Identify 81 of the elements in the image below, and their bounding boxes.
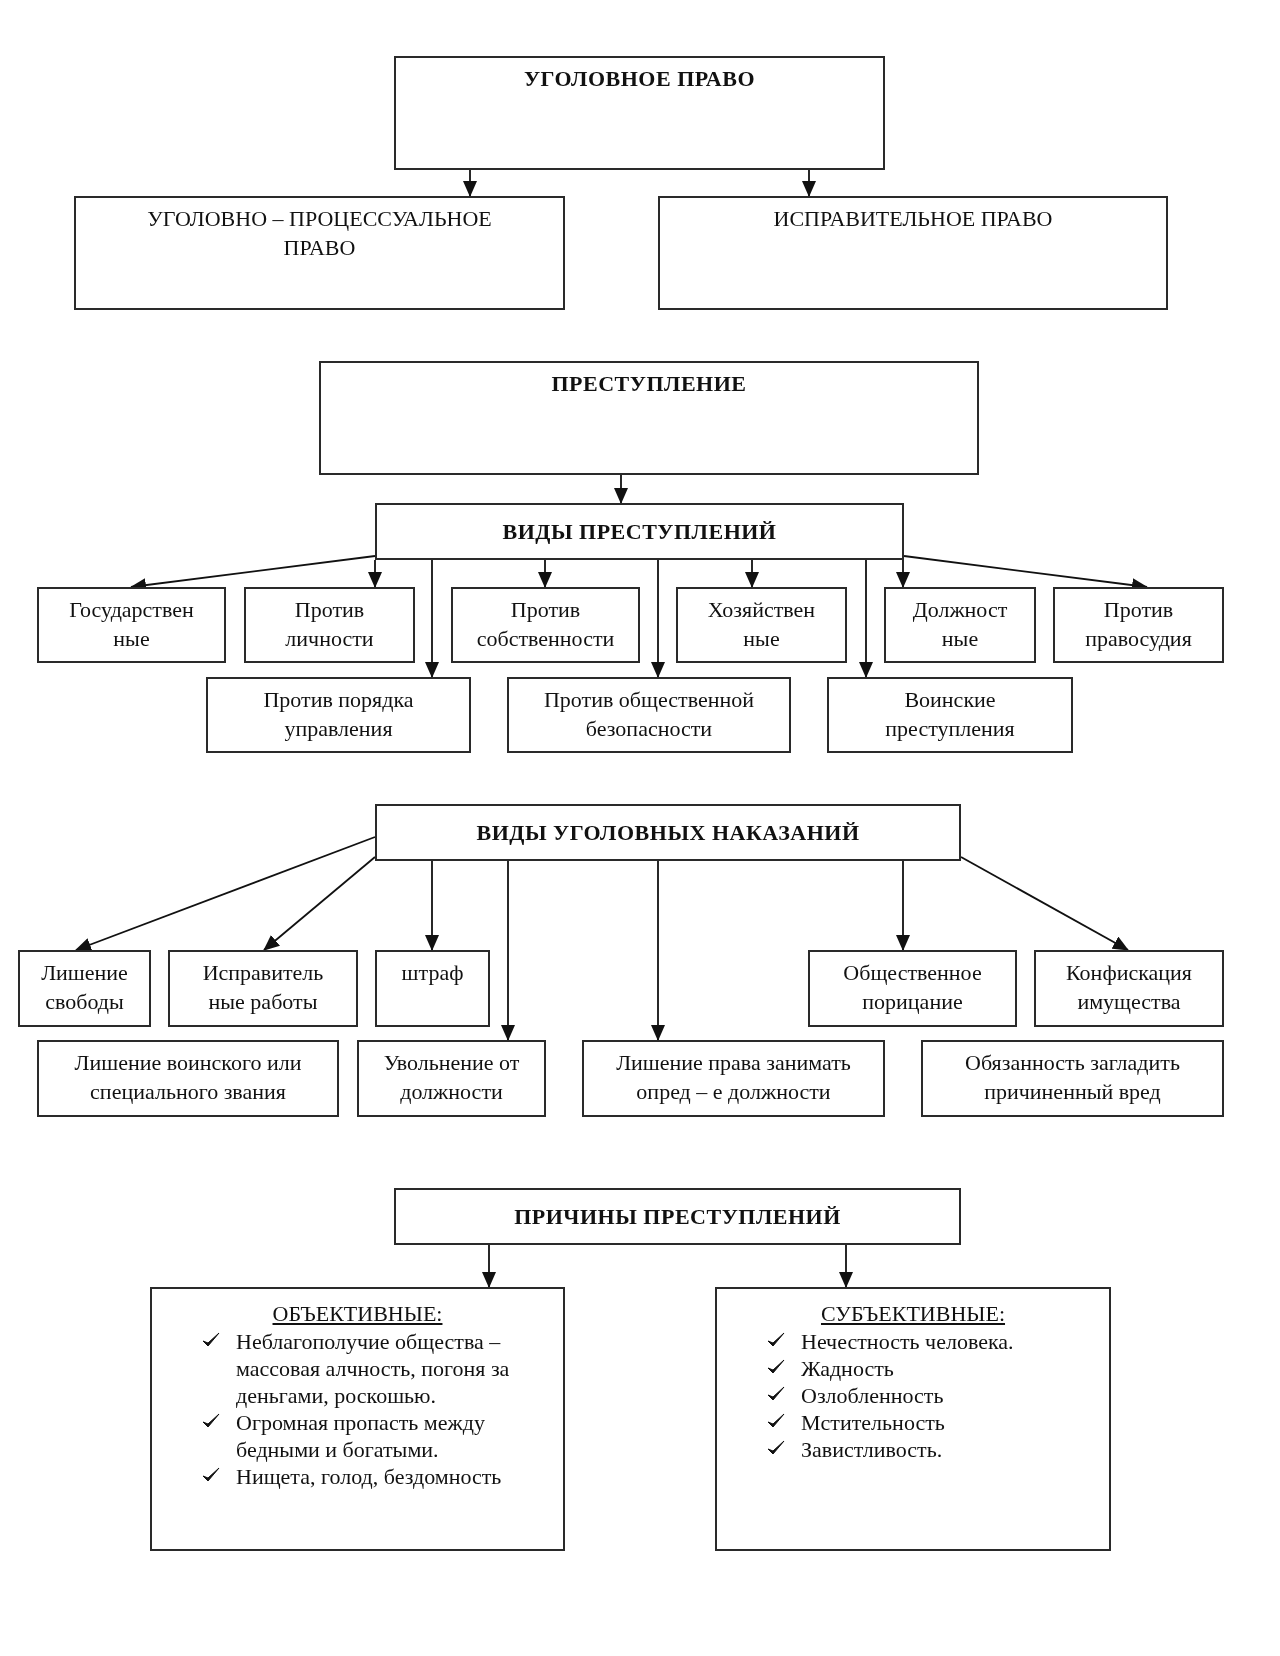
list-item: Жадность xyxy=(801,1355,895,1382)
arrow xyxy=(463,169,477,197)
category-box xyxy=(451,587,640,663)
heading-box xyxy=(394,1188,961,1245)
box-label: Против собственности xyxy=(475,596,616,653)
box-label: Государствен ные xyxy=(68,596,195,653)
list-box xyxy=(150,1287,565,1551)
arrow xyxy=(745,559,759,588)
list-item: Нищета, голод, бездомность xyxy=(236,1463,503,1490)
category-box xyxy=(37,1040,339,1117)
box-label: УГОЛОВНОЕ ПРАВО xyxy=(523,65,756,93)
box-label: Лишение права занимать опред – е должности xyxy=(615,1049,852,1106)
category-box xyxy=(676,587,847,663)
arrow xyxy=(960,856,1129,951)
box-label: Против правосудия xyxy=(1084,596,1193,653)
category-box xyxy=(206,677,471,753)
arrow xyxy=(75,836,376,952)
arrow xyxy=(425,559,439,678)
arrow xyxy=(651,860,665,1041)
box-label: Общественное порицание xyxy=(842,959,983,1016)
category-box xyxy=(37,587,226,663)
category-box xyxy=(582,1040,885,1117)
box-label: Против личности xyxy=(284,596,375,653)
list-item: Огромная пропасть между бедными и богатыми. xyxy=(236,1409,486,1463)
box-label: Должност ные xyxy=(911,596,1009,653)
arrow xyxy=(538,559,552,588)
box-label: Конфискация имущества xyxy=(1065,959,1193,1016)
arrow xyxy=(896,559,910,588)
box-label: Лишение свободы xyxy=(40,959,129,1016)
list-item: Неблагополучие общества – массовая алчность, погоня за деньгами, роскошью. xyxy=(236,1328,511,1409)
arrow xyxy=(859,559,873,678)
box-label: Исправитель ные работы xyxy=(201,959,325,1016)
arrow xyxy=(501,860,515,1041)
box-label: ВИДЫ УГОЛОВНЫХ НАКАЗАНИЙ xyxy=(476,819,860,847)
box-label: Увольнение от должности xyxy=(382,1049,521,1106)
category-box xyxy=(168,950,358,1027)
category-box xyxy=(921,1040,1224,1117)
category-box xyxy=(1034,950,1224,1027)
box-label: штраф xyxy=(401,959,464,987)
category-box xyxy=(244,587,415,663)
list-box xyxy=(715,1287,1111,1551)
box-label: Лишение воинского или специального звания xyxy=(73,1049,303,1106)
box-label: ВИДЫ ПРЕСТУПЛЕНИЙ xyxy=(502,518,777,546)
category-box xyxy=(884,587,1036,663)
box-label: ПРЕСТУПЛЕНИЕ xyxy=(551,370,747,398)
arrow xyxy=(839,1244,853,1288)
arrow xyxy=(802,169,816,197)
box-label: Обязанность загладить причиненный вред xyxy=(964,1049,1181,1106)
category-box xyxy=(827,677,1073,753)
box-label: Хозяйствен ные xyxy=(706,596,817,653)
box-label: Против общественной безопасности xyxy=(542,686,755,743)
list-item: Завистливость. xyxy=(801,1436,944,1463)
category-box xyxy=(1053,587,1224,663)
category-box xyxy=(658,196,1168,310)
list-item: Мстительность xyxy=(801,1409,946,1436)
arrow xyxy=(896,860,910,951)
box-label: ИСПРАВИТЕЛЬНОЕ ПРАВО xyxy=(773,205,1053,233)
arrow xyxy=(651,559,665,678)
list-heading: СУБЪЕКТИВНЫЕ: xyxy=(821,1300,1005,1328)
arrow xyxy=(482,1244,496,1288)
category-box xyxy=(808,950,1017,1027)
category-box xyxy=(507,677,791,753)
category-box xyxy=(357,1040,546,1117)
category-box xyxy=(18,950,151,1027)
arrow xyxy=(368,559,382,588)
category-box xyxy=(375,950,490,1027)
box-label: ПРИЧИНЫ ПРЕСТУПЛЕНИЙ xyxy=(514,1203,841,1231)
arrow xyxy=(614,474,628,504)
category-box xyxy=(74,196,565,310)
arrow xyxy=(425,860,439,951)
list-item: Нечестность человека. xyxy=(801,1328,1015,1355)
heading-box xyxy=(319,361,979,475)
box-label: Воинские преступления xyxy=(884,686,1016,743)
arrow xyxy=(263,856,376,951)
box-label: Против порядка управления xyxy=(262,686,415,743)
box-label: УГОЛОВНО – ПРОЦЕССУАЛЬНОЕ ПРАВО xyxy=(146,205,493,262)
heading-box xyxy=(375,503,904,560)
heading-box xyxy=(394,56,885,170)
heading-box xyxy=(375,804,961,861)
list-item: Озлобленность xyxy=(801,1382,945,1409)
list-heading: ОБЪЕКТИВНЫЕ: xyxy=(272,1300,443,1328)
